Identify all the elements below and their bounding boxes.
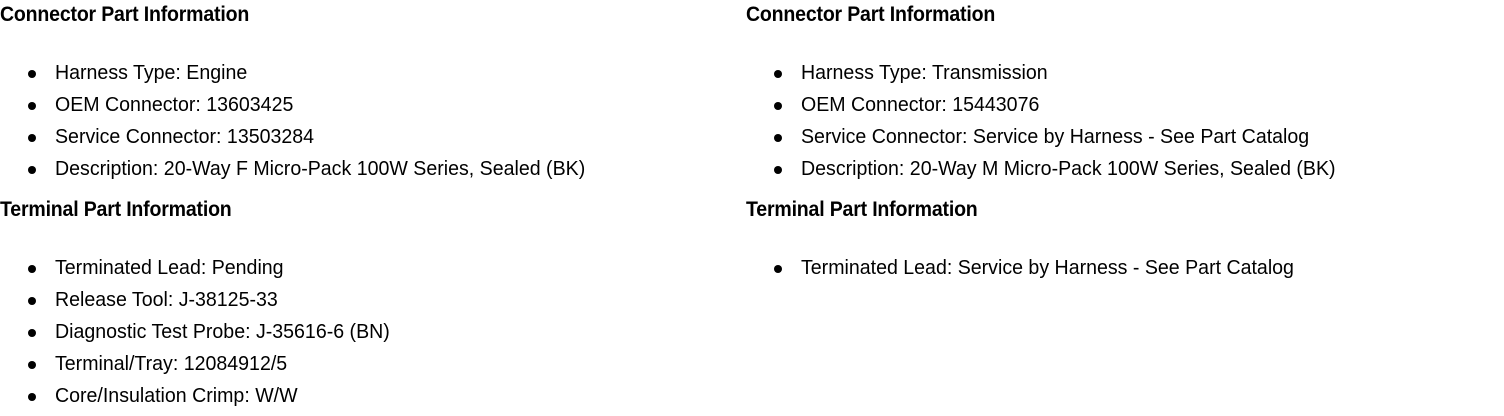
list-item-label: Release Tool: J-38125-33 [55, 288, 278, 311]
list-item: Service Connector: 13503284 [0, 121, 610, 153]
bullet-icon [28, 166, 36, 174]
list-item-label: Service Connector: Service by Harness - … [801, 125, 1310, 148]
terminal-part-information-heading-left: Terminal Part Information [0, 198, 232, 221]
list-item: Terminated Lead: Service by Harness - Se… [746, 252, 1317, 284]
bullet-icon [28, 70, 36, 78]
list-item-label: Description: 20-Way M Micro-Pack 100W Se… [801, 157, 1336, 180]
list-item: Harness Type: Transmission [746, 57, 1361, 89]
list-item-label: Core/Insulation Crimp: W/W [55, 384, 298, 407]
bullet-icon [28, 265, 36, 273]
list-item-label: Description: 20-Way F Micro-Pack 100W Se… [55, 157, 586, 180]
terminal-part-list-left: Terminated Lead: Pending Release Tool: J… [0, 252, 406, 412]
list-item-label: Terminal/Tray: 12084912/5 [55, 352, 288, 375]
list-item-label: Diagnostic Test Probe: J-35616-6 (BN) [55, 320, 390, 343]
list-item: Description: 20-Way F Micro-Pack 100W Se… [0, 153, 610, 185]
bullet-icon [774, 102, 782, 110]
bullet-icon [774, 70, 782, 78]
list-item: Terminated Lead: Pending [0, 252, 406, 284]
connector-part-list-right: Harness Type: Transmission OEM Connector… [746, 57, 1361, 185]
list-item-label: OEM Connector: 13603425 [55, 93, 294, 116]
list-item-label: Terminated Lead: Pending [55, 256, 284, 279]
list-item-label: Service Connector: 13503284 [55, 125, 315, 148]
list-item: Core/Insulation Crimp: W/W [0, 380, 406, 412]
list-item-label: OEM Connector: 15443076 [801, 93, 1040, 116]
bullet-icon [28, 102, 36, 110]
bullet-icon [28, 134, 36, 142]
bullet-icon [28, 361, 36, 369]
list-item: Description: 20-Way M Micro-Pack 100W Se… [746, 153, 1361, 185]
bullet-icon [774, 134, 782, 142]
list-item: OEM Connector: 15443076 [746, 89, 1361, 121]
connector-part-information-heading-right: Connector Part Information [746, 3, 996, 26]
list-item: Terminal/Tray: 12084912/5 [0, 348, 406, 380]
list-item-label: Terminated Lead: Service by Harness - Se… [801, 256, 1294, 279]
bullet-icon [774, 166, 782, 174]
list-item: Harness Type: Engine [0, 57, 610, 89]
list-item-label: Harness Type: Transmission [801, 61, 1048, 84]
bullet-icon [28, 329, 36, 337]
bullet-icon [28, 393, 36, 401]
connector-part-information-heading-left: Connector Part Information [0, 3, 250, 26]
connector-part-list-left: Harness Type: Engine OEM Connector: 1360… [0, 57, 610, 185]
list-item: OEM Connector: 13603425 [0, 89, 610, 121]
bullet-icon [774, 265, 782, 273]
terminal-part-list-right: Terminated Lead: Service by Harness - Se… [746, 252, 1317, 284]
terminal-part-information-heading-right: Terminal Part Information [746, 198, 978, 221]
list-item: Release Tool: J-38125-33 [0, 284, 406, 316]
list-item: Service Connector: Service by Harness - … [746, 121, 1361, 153]
list-item: Diagnostic Test Probe: J-35616-6 (BN) [0, 316, 406, 348]
list-item-label: Harness Type: Engine [55, 61, 248, 84]
bullet-icon [28, 297, 36, 305]
